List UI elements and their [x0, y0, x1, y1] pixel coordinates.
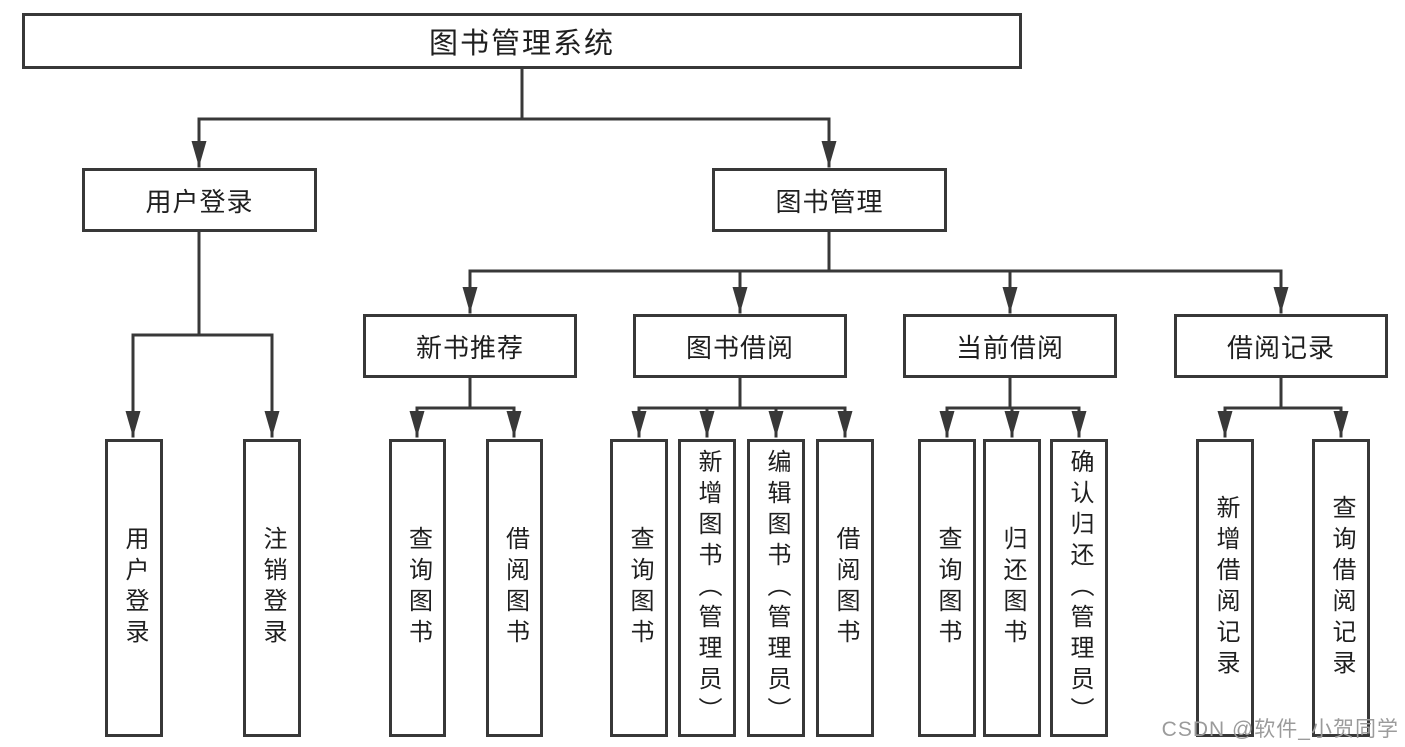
- leaf-borrow-query-book: 查询图书: [610, 439, 668, 737]
- leaf-recommend-query-book-label: 查询图书: [404, 526, 432, 650]
- leaf-borrow-query-book-label: 查询图书: [626, 526, 653, 650]
- leaf-recommend-borrow-book: 借阅图书: [486, 439, 543, 737]
- leaf-borrow-borrow-book: 借阅图书: [816, 439, 874, 737]
- node-book-management-label: 图书管理: [775, 186, 884, 217]
- leaf-current-query-book-label: 查询图书: [934, 526, 961, 650]
- node-new-book-recommend-label: 新书推荐: [415, 332, 524, 363]
- leaf-records-add-label: 新增借阅记录: [1212, 495, 1239, 681]
- node-borrow-records-label: 借阅记录: [1226, 332, 1335, 363]
- leaf-records-query-label: 查询借阅记录: [1328, 495, 1355, 681]
- leaf-current-confirm-return-label: 确认归还（管理员）: [1066, 448, 1093, 728]
- leaf-current-confirm-return: 确认归还（管理员）: [1050, 439, 1108, 737]
- leaf-borrow-edit-book: 编辑图书（管理员）: [747, 439, 805, 737]
- leaf-recommend-borrow-book-label: 借阅图书: [501, 526, 529, 650]
- node-current-borrow-label: 当前借阅: [955, 332, 1064, 363]
- node-root: 图书管理系统: [22, 13, 1022, 69]
- node-borrow-records: 借阅记录: [1174, 314, 1388, 378]
- leaf-recommend-query-book: 查询图书: [389, 439, 446, 737]
- leaf-borrow-add-book: 新增图书（管理员）: [678, 439, 736, 737]
- leaf-records-query: 查询借阅记录: [1312, 439, 1370, 737]
- leaf-borrow-edit-book-label: 编辑图书（管理员）: [763, 448, 790, 728]
- node-book-borrow-label: 图书借阅: [685, 332, 794, 363]
- leaf-logout-label: 注销登录: [259, 526, 286, 650]
- leaf-borrow-borrow-book-label: 借阅图书: [832, 526, 859, 650]
- leaf-user-login: 用户登录: [105, 439, 163, 737]
- node-root-label: 图书管理系统: [428, 28, 615, 60]
- leaf-user-login-label: 用户登录: [121, 526, 148, 650]
- node-user-login: 用户登录: [82, 168, 317, 232]
- node-book-borrow: 图书借阅: [633, 314, 847, 378]
- leaf-records-add: 新增借阅记录: [1196, 439, 1254, 737]
- node-book-management: 图书管理: [712, 168, 947, 232]
- leaf-borrow-add-book-label: 新增图书（管理员）: [694, 448, 721, 728]
- node-current-borrow: 当前借阅: [903, 314, 1117, 378]
- node-new-book-recommend: 新书推荐: [363, 314, 577, 378]
- watermark: CSDN @软件_小贺同学: [1161, 718, 1399, 741]
- node-user-login-label: 用户登录: [145, 186, 254, 217]
- leaf-current-return-book-label: 归还图书: [999, 526, 1026, 650]
- leaf-logout: 注销登录: [243, 439, 301, 737]
- leaf-current-query-book: 查询图书: [918, 439, 976, 737]
- leaf-current-return-book: 归还图书: [983, 439, 1041, 737]
